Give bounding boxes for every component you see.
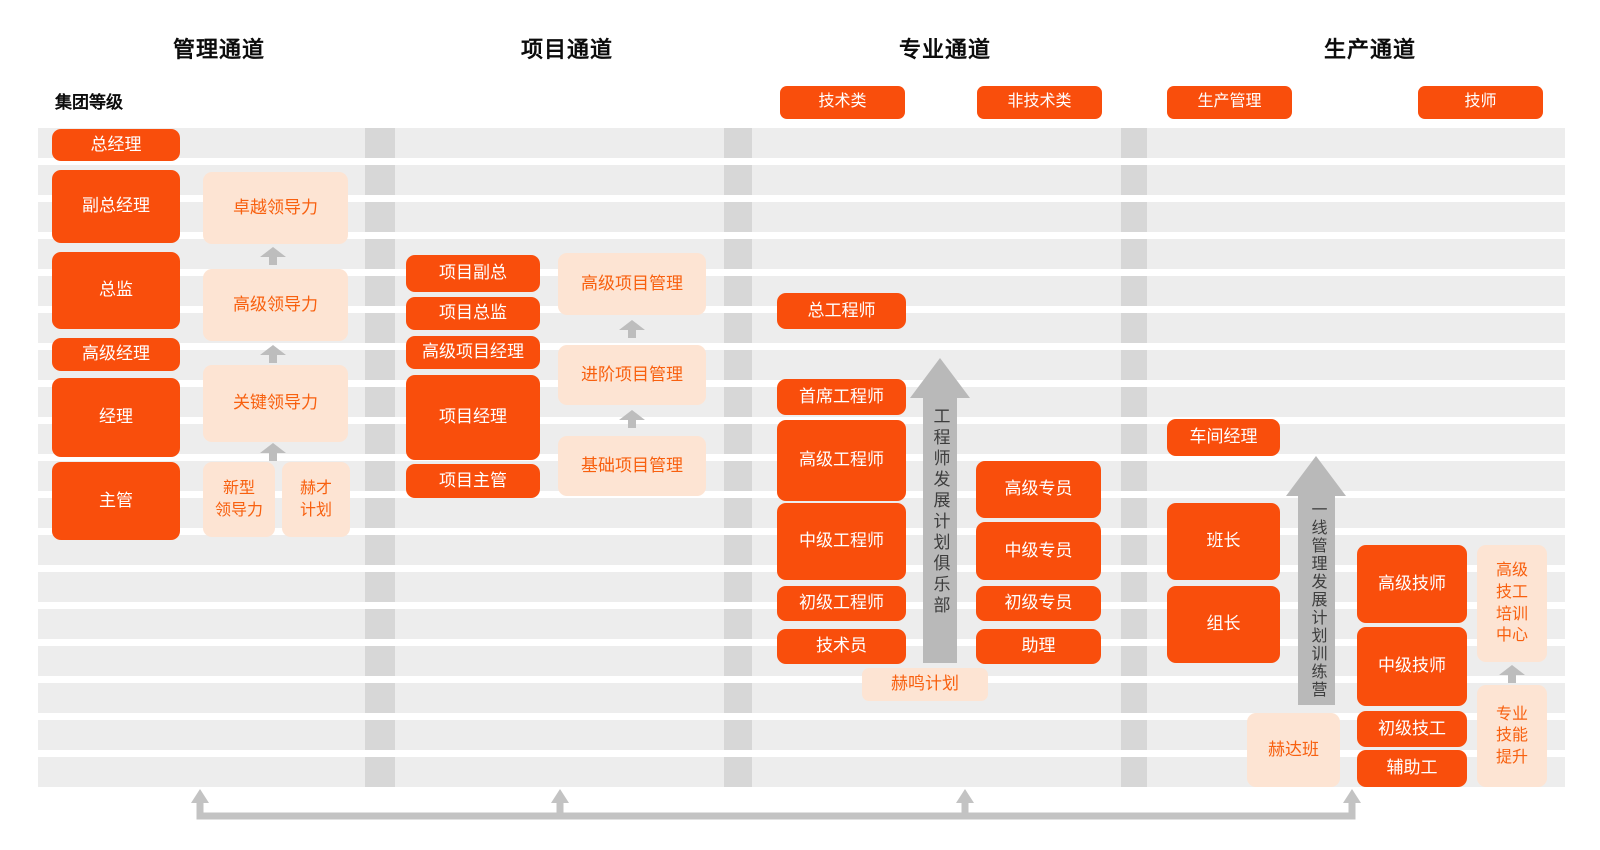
frontline-camp-arrow-label: 一线管理发展计划训练营: [1308, 501, 1326, 699]
category-production-management: 生产管理: [1167, 86, 1292, 119]
up-arrow-icon: [619, 410, 645, 428]
group-level-label: 集团等级: [55, 93, 123, 112]
node-auxiliary-worker: 辅助工: [1357, 750, 1467, 787]
program-hecai-plan: 赫才 计划: [282, 462, 350, 537]
channel-title-project: 项目通道: [520, 37, 613, 62]
program-advanced-project-management: 高级项目管理: [558, 253, 706, 315]
frontline-camp-arrow: 一线管理发展计划训练营: [1298, 495, 1335, 705]
engineer-club-arrow-head: [910, 358, 970, 398]
node-project-director: 项目总监: [406, 297, 540, 330]
channel-connector-arrows: [191, 789, 1361, 820]
program-intermediate-project-management: 进阶项目管理: [558, 345, 706, 405]
node-senior-manager: 高级经理: [52, 338, 180, 371]
node-supervisor: 主管: [52, 462, 180, 540]
node-manager: 经理: [52, 378, 180, 457]
program-excellence-leadership: 卓越领导力: [203, 172, 348, 244]
node-project-supervisor: 项目主管: [406, 464, 540, 498]
node-junior-engineer: 初级工程师: [777, 586, 906, 621]
node-senior-technician: 高级技师: [1357, 545, 1467, 623]
node-middle-engineer: 中级工程师: [777, 503, 906, 580]
node-senior-engineer: 高级工程师: [777, 420, 906, 501]
node-assistant: 助理: [976, 629, 1101, 664]
node-chief-engineer: 总工程师: [777, 293, 906, 329]
node-deputy-general-manager: 副总经理: [52, 170, 180, 243]
channel-title-professional: 专业通道: [898, 37, 991, 62]
channel-divider: [1121, 128, 1147, 787]
channel-title-management: 管理通道: [172, 37, 265, 62]
node-project-vp: 项目副总: [406, 255, 540, 292]
up-arrow-icon: [619, 320, 645, 338]
program-heming-plan: 赫鸣计划: [862, 668, 988, 701]
category-technician: 技师: [1418, 86, 1543, 119]
program-senior-worker-training-center: 高级 技工 培训 中心: [1477, 545, 1547, 662]
program-senior-leadership: 高级领导力: [203, 269, 348, 341]
node-workshop-manager: 车间经理: [1167, 419, 1280, 456]
node-senior-project-manager: 高级项目经理: [406, 336, 540, 369]
frontline-camp-arrow-head: [1286, 456, 1346, 496]
program-skill-upgrade: 专业 技能 提升: [1477, 685, 1547, 787]
node-principal-engineer: 首席工程师: [777, 379, 906, 415]
up-arrow-icon: [260, 443, 286, 461]
program-new-leadership: 新型 领导力: [203, 462, 275, 537]
node-middle-technician: 中级技师: [1357, 627, 1467, 706]
node-general-manager: 总经理: [52, 129, 180, 161]
channel-divider: [724, 128, 752, 787]
node-director: 总监: [52, 252, 180, 329]
up-arrow-icon: [260, 345, 286, 363]
program-heda-class: 赫达班: [1247, 713, 1340, 787]
node-technician: 技术员: [777, 629, 906, 664]
node-senior-specialist: 高级专员: [976, 461, 1101, 518]
node-junior-specialist: 初级专员: [976, 586, 1101, 621]
node-team-leader: 组长: [1167, 586, 1280, 663]
node-junior-worker: 初级技工: [1357, 711, 1467, 747]
node-squad-leader: 班长: [1167, 503, 1280, 580]
node-middle-specialist: 中级专员: [976, 522, 1101, 580]
category-technical: 技术类: [780, 86, 905, 119]
node-project-manager: 项目经理: [406, 375, 540, 460]
engineer-club-arrow-label: 工程师发展计划俱乐部: [930, 407, 950, 617]
channel-divider: [365, 128, 395, 787]
channel-title-production: 生产通道: [1323, 37, 1416, 62]
engineer-club-arrow: 工程师发展计划俱乐部: [923, 397, 957, 663]
up-arrow-icon: [1499, 665, 1525, 683]
program-key-leadership: 关键领导力: [203, 365, 348, 442]
category-non-technical: 非技术类: [977, 86, 1102, 119]
program-basic-project-management: 基础项目管理: [558, 436, 706, 496]
up-arrow-icon: [260, 247, 286, 265]
